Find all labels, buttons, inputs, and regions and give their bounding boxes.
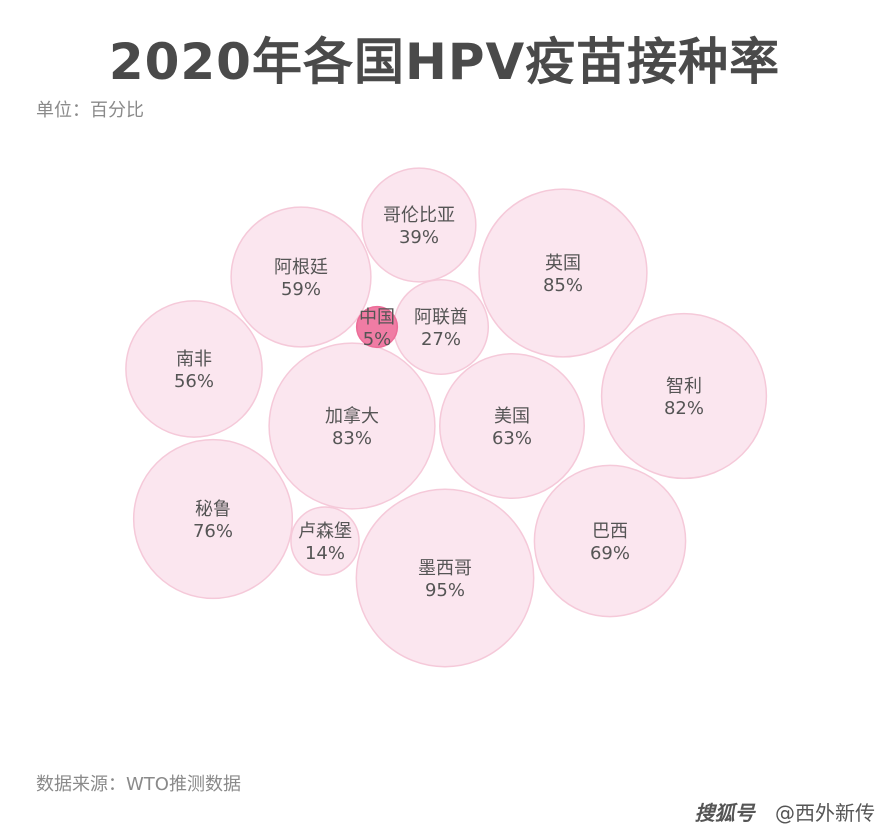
- bubble-8: [132, 438, 294, 600]
- bubble-5: [230, 206, 372, 348]
- bubble-label-12: 墨西哥: [418, 558, 472, 579]
- bubble-label-6: 美国: [494, 406, 530, 427]
- bubble-value-9: 82%: [664, 398, 704, 419]
- bubble-value-11: 85%: [543, 275, 583, 296]
- bubble-label-9: 智利: [666, 376, 702, 397]
- watermark-brand: 搜狐号: [694, 801, 755, 825]
- bubble-label-8: 秘鲁: [195, 499, 231, 520]
- bubble-4: [125, 300, 263, 438]
- bubble-3: [361, 167, 477, 283]
- bubble-9: [600, 312, 768, 480]
- bubble-1: [290, 506, 360, 576]
- bubble-label-2: 阿联酋: [414, 307, 468, 328]
- bubble-label-4: 南非: [176, 349, 212, 370]
- bubble-12: [355, 488, 535, 668]
- bubble-label-3: 哥伦比亚: [383, 205, 455, 226]
- bubble-10: [268, 342, 436, 510]
- bubble-value-2: 27%: [421, 329, 461, 350]
- bubble-label-10: 加拿大: [325, 405, 379, 427]
- bubble-label-1: 卢森堡: [298, 521, 352, 542]
- bubble-value-12: 95%: [425, 580, 465, 601]
- data-source: 数据来源：WTO推测数据: [36, 774, 241, 795]
- bubble-value-10: 83%: [332, 428, 372, 449]
- bubble-value-3: 39%: [399, 227, 439, 248]
- chart-subtitle: 单位：百分比: [36, 100, 144, 121]
- bubble-label-5: 阿根廷: [274, 257, 328, 278]
- bubble-value-7: 69%: [590, 543, 630, 564]
- bubble-value-4: 56%: [174, 371, 214, 392]
- bubble-label-11: 英国: [545, 253, 581, 274]
- bubble-11: [478, 188, 648, 358]
- bubble-label-0: 中国: [359, 307, 395, 328]
- bubble-value-0: 5%: [363, 329, 392, 350]
- bubble-0: [355, 305, 399, 349]
- watermark-handle: @西外新传: [775, 801, 875, 825]
- bubble-6: [439, 353, 585, 499]
- bubble-7: [533, 464, 687, 618]
- bubble-label-7: 巴西: [592, 521, 628, 542]
- bubble-value-1: 14%: [305, 543, 345, 564]
- watermark: 搜狐号 @西外新传: [695, 797, 875, 826]
- bubble-value-5: 59%: [281, 279, 321, 300]
- bubble-value-6: 63%: [492, 428, 532, 449]
- chart-title: 2020年各国HPV疫苗接种率: [108, 33, 781, 91]
- bubble-value-8: 76%: [193, 521, 233, 542]
